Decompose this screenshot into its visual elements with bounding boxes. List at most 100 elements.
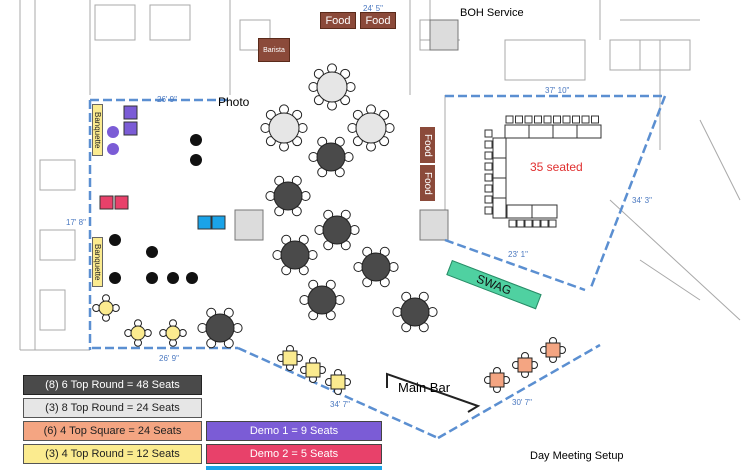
architectural-room bbox=[39, 159, 76, 191]
chair bbox=[543, 115, 552, 124]
dimension-label: 23' 1" bbox=[508, 250, 528, 259]
pillar bbox=[429, 19, 459, 51]
chair bbox=[524, 115, 533, 124]
classroom-table bbox=[492, 157, 507, 179]
chair bbox=[532, 219, 541, 228]
classroom-table bbox=[552, 124, 578, 139]
chair bbox=[548, 219, 557, 228]
demo-2-square bbox=[114, 195, 129, 210]
chair bbox=[515, 115, 523, 124]
architectural-wall bbox=[699, 119, 741, 201]
square-table bbox=[305, 362, 321, 378]
legend-item-demo-1: Demo 1 = 9 Seats bbox=[206, 421, 382, 441]
food-station-4: Food bbox=[420, 165, 435, 201]
food-station-3: Food bbox=[420, 127, 435, 163]
demo-1-square bbox=[123, 121, 138, 136]
legend-item-4-top-square: (6) 4 Top Square = 24 Seats bbox=[23, 421, 202, 441]
legend-item-6-top-round: (8) 6 Top Round = 48 Seats bbox=[23, 375, 202, 395]
square-table bbox=[489, 372, 505, 388]
cocktail-table bbox=[186, 272, 198, 284]
chair bbox=[524, 219, 533, 228]
legend-item-8-top-round: (3) 8 Top Round = 24 Seats bbox=[23, 398, 202, 418]
architectural-wall bbox=[609, 199, 741, 321]
food-station-2: Food bbox=[360, 12, 396, 29]
architectural-room bbox=[94, 4, 136, 41]
chair bbox=[484, 129, 493, 138]
legend-item-cut-off bbox=[206, 466, 382, 470]
round-table bbox=[280, 240, 310, 270]
architectural-room bbox=[639, 39, 691, 71]
round-table bbox=[273, 181, 303, 211]
classroom-table bbox=[492, 197, 507, 219]
square-table bbox=[545, 342, 561, 358]
demo-1-round bbox=[107, 143, 119, 155]
classroom-table bbox=[576, 124, 602, 139]
chair bbox=[534, 115, 542, 124]
dimension-label: 30' 7" bbox=[512, 398, 532, 407]
boh-service-label: BOH Service bbox=[460, 7, 524, 19]
round-table bbox=[316, 71, 348, 103]
classroom-table bbox=[506, 204, 533, 219]
square-table bbox=[330, 374, 346, 390]
cocktail-table bbox=[167, 272, 179, 284]
cocktail-table bbox=[190, 134, 202, 146]
chair bbox=[508, 219, 517, 228]
round-table bbox=[307, 285, 337, 315]
demo-1-square bbox=[123, 105, 138, 120]
demo-square bbox=[211, 215, 226, 230]
dimension-label: 34' 3" bbox=[632, 196, 652, 205]
pillar bbox=[419, 209, 449, 241]
main-bar-outline bbox=[386, 372, 481, 413]
round-table bbox=[322, 215, 352, 245]
classroom-table bbox=[531, 204, 558, 219]
chair bbox=[484, 140, 493, 149]
main-bar-label: Main Bar bbox=[398, 380, 451, 395]
square-table bbox=[282, 350, 298, 366]
seated-count-label: 35 seated bbox=[530, 160, 583, 174]
photo-label: Photo bbox=[218, 95, 250, 109]
round-table bbox=[268, 112, 300, 144]
chair bbox=[516, 219, 525, 228]
pillar bbox=[234, 209, 264, 241]
architectural-room bbox=[39, 289, 66, 331]
cocktail-table bbox=[146, 272, 158, 284]
cocktail-table bbox=[190, 154, 202, 166]
dimension-label: 34' 7" bbox=[330, 400, 350, 409]
round-table bbox=[130, 325, 146, 341]
architectural-wall bbox=[639, 259, 701, 301]
round-table bbox=[361, 252, 391, 282]
classroom-table bbox=[492, 137, 507, 159]
dimension-label: 17' 8" bbox=[66, 218, 86, 227]
round-table bbox=[205, 313, 235, 343]
cocktail-table bbox=[109, 272, 121, 284]
dimension-label: 24' 5" bbox=[363, 4, 383, 13]
chair bbox=[591, 115, 599, 124]
chair bbox=[572, 115, 580, 124]
chair bbox=[484, 173, 493, 182]
round-table bbox=[165, 325, 181, 341]
classroom-table bbox=[492, 177, 507, 199]
classroom-table bbox=[528, 124, 554, 139]
chair bbox=[505, 115, 514, 124]
chair bbox=[484, 195, 493, 204]
architectural-room bbox=[504, 39, 586, 81]
banquette-top: Banquette bbox=[92, 104, 103, 156]
barista-station: Barista bbox=[258, 38, 290, 62]
architectural-room bbox=[149, 4, 191, 41]
architectural-room bbox=[239, 19, 271, 51]
chair bbox=[540, 219, 549, 228]
round-table bbox=[316, 142, 346, 172]
round-table bbox=[355, 112, 387, 144]
classroom-table bbox=[504, 124, 530, 139]
demo-1-round bbox=[107, 126, 119, 138]
chair bbox=[484, 184, 493, 193]
food-station-1: Food bbox=[320, 12, 356, 29]
legend-item-4-top-round: (3) 4 Top Round = 12 Seats bbox=[23, 444, 202, 464]
round-table bbox=[400, 297, 430, 327]
chair bbox=[581, 115, 590, 124]
square-table bbox=[517, 357, 533, 373]
round-table bbox=[98, 300, 114, 316]
cocktail-table bbox=[109, 234, 121, 246]
